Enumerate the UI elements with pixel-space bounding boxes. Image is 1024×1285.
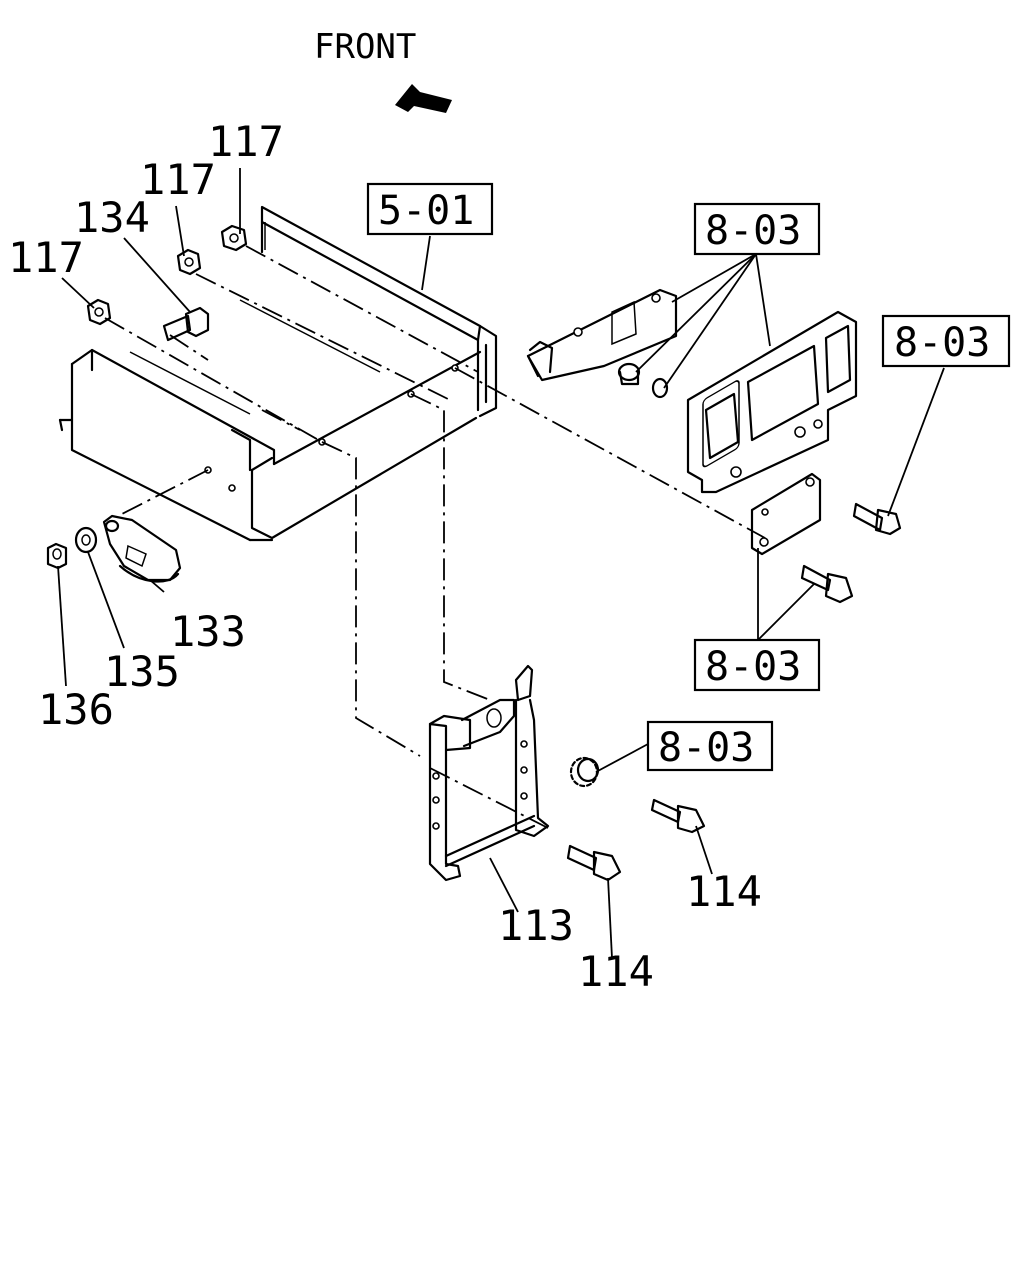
clip-8-03 [569, 756, 600, 788]
bracket-plate [750, 472, 822, 556]
bolt-114-lower [566, 844, 622, 882]
ref-label-8-03-middle: 8-03 [705, 644, 801, 690]
part-number-135: 135 [104, 647, 180, 696]
nut-117-c [86, 298, 112, 326]
part-number-114: 114 [578, 947, 654, 996]
part-number-136: 136 [38, 685, 114, 734]
assembly-lines [104, 245, 766, 829]
step-bracket-113 [428, 664, 550, 882]
front-label: FRONT [314, 27, 416, 67]
part-number-114: 114 [686, 867, 762, 916]
ref-box-8-03-middle[interactable]: 8-03 [693, 638, 821, 692]
nut-117-b [176, 248, 202, 276]
part-number-117: 117 [208, 117, 284, 166]
washer-135 [74, 526, 98, 554]
bolt-8-03-upper [852, 502, 902, 536]
nut-8-03 [617, 362, 641, 386]
arrow-icon [395, 84, 452, 113]
ref-label-8-03-top: 8-03 [705, 208, 801, 254]
nut-136 [46, 542, 68, 570]
ref-label-5-01: 5-01 [378, 188, 474, 234]
bolt-8-03-lower [800, 564, 854, 604]
part-number-117: 117 [140, 155, 216, 204]
bolt-114-upper [650, 798, 706, 834]
ref-label-8-03-lower: 8-03 [658, 725, 754, 771]
part-number-134: 134 [74, 193, 150, 242]
frame-rails [58, 205, 498, 542]
upper-bracket-arm [526, 288, 678, 382]
leader-lines [57, 168, 945, 959]
nut-117-a [220, 224, 248, 252]
tow-hook-133 [102, 514, 182, 583]
washer-8-03 [651, 377, 669, 399]
ref-box-8-03-right[interactable]: 8-03 [881, 314, 1011, 368]
ref-box-8-03-top[interactable]: 8-03 [693, 202, 821, 256]
ref-box-8-03-lower[interactable]: 8-03 [646, 720, 774, 772]
ref-box-5-01[interactable]: 5-01 [366, 182, 494, 236]
rear-panel [686, 310, 858, 494]
bolt-134 [162, 306, 210, 342]
part-number-133: 133 [170, 607, 246, 656]
part-number-113: 113 [498, 901, 574, 950]
ref-label-8-03-right: 8-03 [894, 320, 990, 366]
part-number-117: 117 [8, 233, 84, 282]
